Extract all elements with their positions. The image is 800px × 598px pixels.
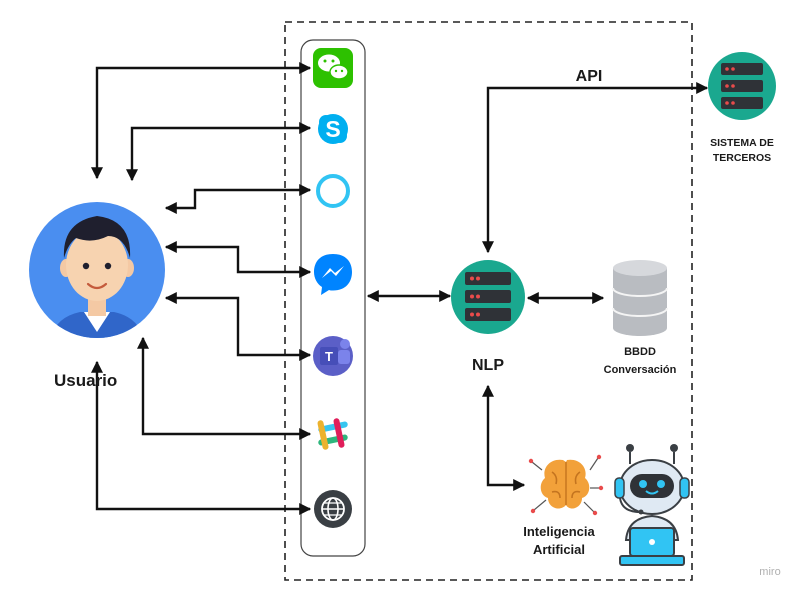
database-icon <box>612 260 668 336</box>
third-party-server-icon <box>708 52 776 120</box>
user-avatar <box>29 202 165 338</box>
connection-arrows <box>91 62 709 515</box>
teams-icon[interactable]: T <box>313 336 353 376</box>
nlp-server-icon <box>451 260 525 334</box>
arrow-nlp-ai <box>482 384 526 491</box>
brain-icon <box>528 454 604 516</box>
db-label-line1: BBDD <box>624 346 656 358</box>
wechat-icon[interactable] <box>313 48 353 88</box>
ai-label-line1: Inteligencia <box>523 524 595 539</box>
slack-icon[interactable] <box>317 418 348 451</box>
skype-icon[interactable]: S <box>318 114 348 144</box>
arrow-nlp-api <box>482 82 709 254</box>
arrow-user-messenger <box>164 241 312 278</box>
arrow-user-wechat <box>91 62 312 180</box>
miro-watermark: miro <box>759 566 780 578</box>
db-label-line2: Conversación <box>604 364 677 376</box>
svg-text:S: S <box>325 116 340 142</box>
third-party-label-line1: SISTEMA DE <box>710 137 774 149</box>
robot-icon <box>614 444 690 566</box>
user-label: Usuario <box>54 371 117 390</box>
api-label: API <box>576 68 603 85</box>
arrow-user-teams <box>164 292 312 361</box>
alexa-icon[interactable] <box>316 174 350 208</box>
ai-label-line2: Artificial <box>533 542 585 557</box>
web-icon[interactable] <box>314 490 352 528</box>
arrow-user-web <box>91 360 312 515</box>
nlp-label: NLP <box>472 357 504 374</box>
messenger-icon[interactable] <box>314 254 352 295</box>
third-party-label-line2: TERCEROS <box>713 152 771 164</box>
arrow-user-alexa <box>164 184 312 214</box>
arrow-user-skype <box>126 122 312 182</box>
svg-text:T: T <box>325 349 333 364</box>
